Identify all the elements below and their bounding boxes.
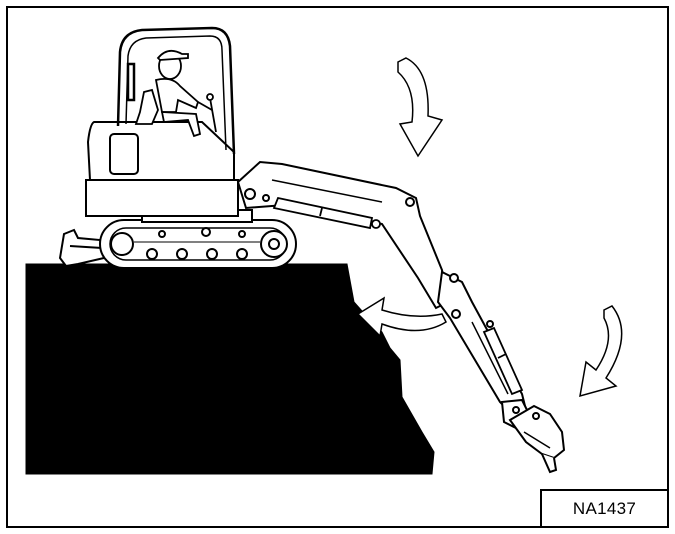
cliff-ledge — [26, 264, 434, 474]
figure-label-text: NA1437 — [573, 499, 636, 519]
dozer-blade — [60, 230, 104, 266]
crawler-track — [100, 220, 296, 268]
figure-frame: NA1437 — [6, 6, 669, 528]
excavator-body — [86, 122, 252, 222]
excavator-illustration — [8, 8, 667, 526]
bucket — [502, 400, 564, 472]
curved-arrow-bucket — [580, 306, 622, 396]
curved-arrow-boom — [398, 58, 442, 156]
figure-label: NA1437 — [540, 489, 667, 526]
